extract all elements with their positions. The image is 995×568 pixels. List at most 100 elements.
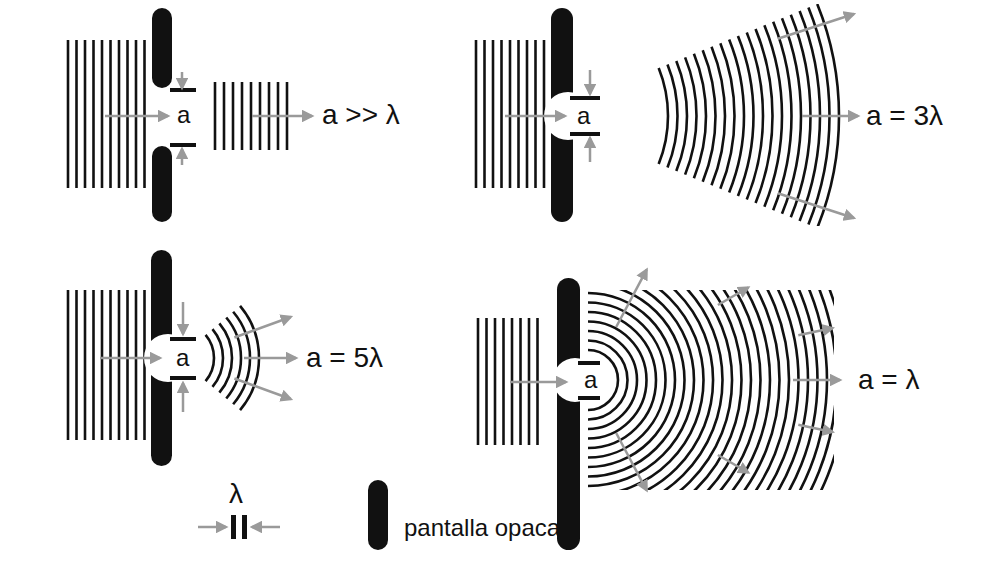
wavefront-arc [588,290,751,490]
wavefront-line [118,40,121,188]
wavefront-line [500,40,503,188]
direction-arrow [198,526,226,529]
wavefront-line [214,82,217,150]
wavefront-line [250,82,253,150]
wavefront-line [126,290,129,440]
opaque-screen [368,480,388,550]
wavefront-arc [764,25,782,206]
wavefront-arc [588,290,789,490]
aperture-edge [170,88,196,92]
wavefront-line [232,82,235,150]
wavefront-arc [588,290,834,490]
legend-text: λ [229,480,243,508]
direction-arrow [616,433,647,490]
direction-arrow [182,383,185,412]
ratio-label: a = 5λ [306,344,383,372]
wavefront-line [241,82,244,150]
direction-arrow [234,379,290,400]
wavefront-arc [588,290,723,490]
wavefront-arc [588,290,817,490]
aperture-edge [570,96,600,100]
aperture-label: a [176,346,189,370]
direction-arrow [100,357,160,360]
wavelength-sample [242,515,247,539]
wavefront-arc [756,29,773,203]
direction-arrow [793,379,840,382]
aperture-edge [578,361,600,365]
direction-arrow [589,70,592,94]
aperture-edge [578,396,600,400]
wavefront-line [135,290,138,440]
direction-arrow [718,455,748,473]
wavefront-arc [729,40,744,193]
wavefront-line [477,318,480,445]
wavefront-arc [588,290,694,486]
wavefront-arc [588,290,799,490]
wavefront-arc [782,18,801,214]
direction-arrow [589,138,592,162]
wavefront-line [143,40,146,188]
wavefront-line [109,40,112,188]
wavefront-line [92,290,95,440]
wavefront-arc [685,57,696,174]
direction-arrow [718,288,748,306]
opaque-screen [152,146,172,222]
direction-arrow [510,381,566,384]
aperture-edge [170,376,196,380]
wavefront-arc [588,290,827,490]
wavefront-arc [588,290,780,490]
direction-arrow [244,357,296,360]
wavefront-arc [659,68,668,164]
direction-arrow [505,115,565,118]
wavefront-line [494,318,497,445]
aperture-edge [570,132,600,136]
wavefront-line [75,40,78,188]
ratio-label: a = 3λ [866,102,943,130]
wavefront-arc [588,290,834,490]
wavefront-arc [219,323,232,392]
wavefront-line [526,40,529,188]
wavefront-arc [206,335,214,381]
wavefront-line [109,290,112,440]
wavefront-arc [588,312,656,448]
direction-arrow [181,72,184,88]
wavefront-line [126,40,129,188]
circular-wavefronts [588,290,834,490]
plane-wavefronts [476,40,544,188]
ratio-label: a >> λ [322,101,400,129]
direction-arrow [252,526,280,529]
wavefront-line [101,40,104,188]
wavelength-sample [231,515,236,539]
wavefront-arc [226,318,241,399]
legend-text: pantalla opaca [404,516,560,540]
wavefront-line [475,40,478,188]
wavefront-line [101,290,104,440]
wavefront-line [118,290,121,440]
aperture-edge [170,143,196,147]
wavefront-line [84,40,87,188]
wavefront-line [67,290,70,440]
wavefront-arc [212,329,223,387]
wavefront-arc [667,64,677,167]
wavefront-arc [588,290,742,490]
wavefront-line [223,82,226,150]
wavefront-line [492,40,495,188]
direction-arrow [105,115,168,118]
direction-arrow [802,115,858,118]
aperture-label: a [584,368,597,392]
wavefront-line [502,318,505,445]
plane-wavefronts [68,290,145,440]
aperture-label: a [177,103,190,127]
direction-arrow [182,302,185,334]
wavefront-arc [676,61,687,171]
wavefront-arc [588,290,761,490]
wavefront-arc [588,303,666,458]
direction-arrow [798,425,832,432]
wavefront-arc [588,290,732,490]
wavefront-line [509,40,512,188]
aperture-edge [170,337,196,341]
ratio-label: a = λ [858,366,919,394]
wavefront-arc [747,32,763,199]
